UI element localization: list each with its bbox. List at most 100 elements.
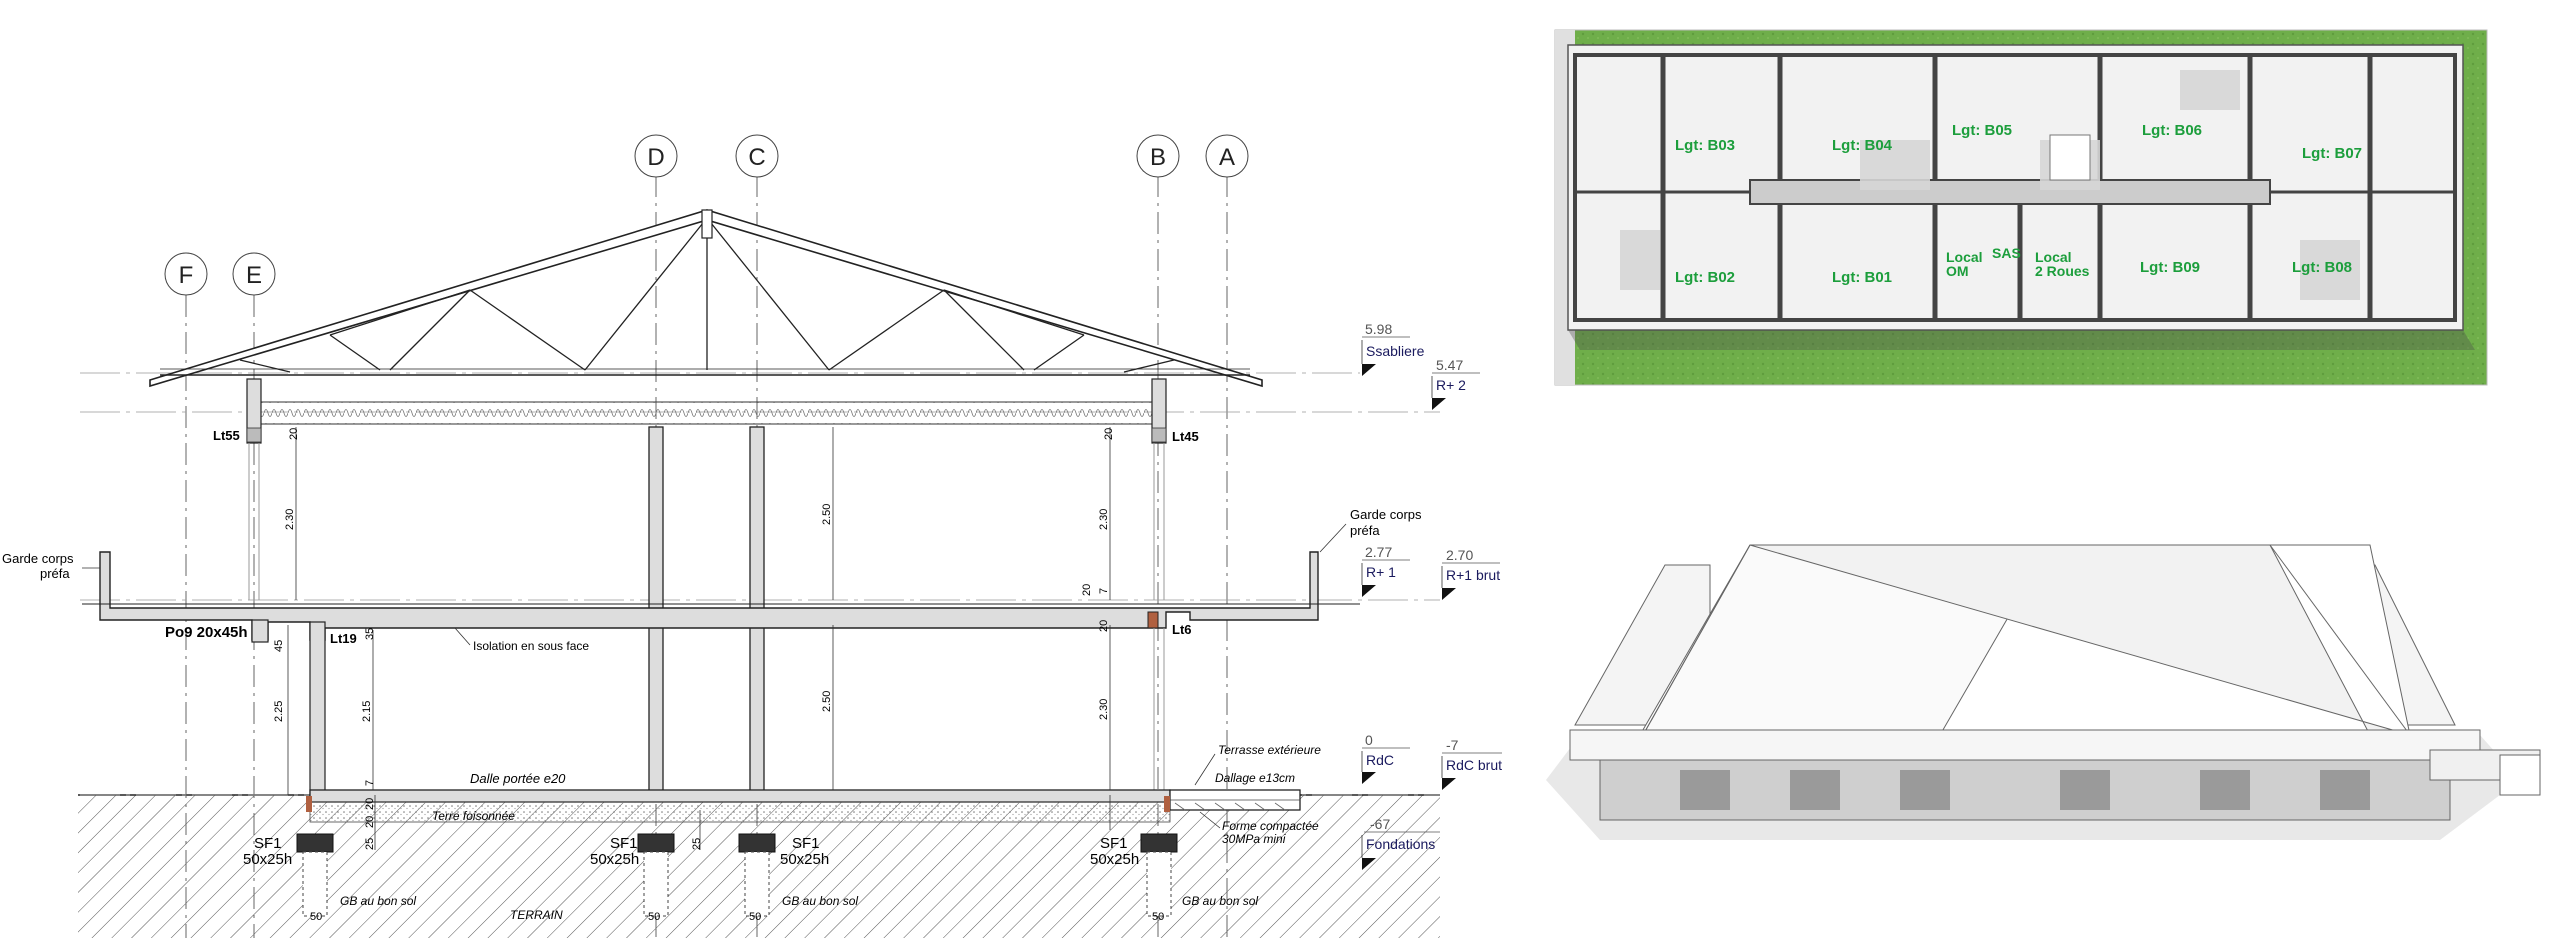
plan-room-b07: Lgt: B07	[2302, 145, 2362, 162]
plan-view: Lgt: B03 Lgt: B04 Lgt: B05 Lgt: B06 Lgt:…	[1554, 29, 2488, 386]
note-forme-1: Forme compactée	[1222, 819, 1319, 833]
grid-label-f: F	[179, 262, 194, 289]
level-label-r1-brut: R+1 brut	[1446, 567, 1500, 583]
note-gb-1: GB au bon sol	[340, 894, 416, 908]
footing-size-4: 50x25h	[1090, 851, 1139, 868]
plan-room-local-2r-2: 2 Roues	[2035, 263, 2090, 279]
plan-room-b09: Lgt: B09	[2140, 259, 2200, 276]
dim-7-mid-right: 7	[1098, 588, 1110, 594]
plan-room-b08: Lgt: B08	[2292, 259, 2352, 276]
note-garde-corps-left-1: Garde corps	[2, 551, 74, 566]
level-value-r2: 5.47	[1436, 357, 1463, 373]
dim-230-upper-right: 2.30	[1098, 509, 1110, 530]
dim-250-lower: 2.50	[821, 691, 833, 712]
note-garde-corps-right-2: préfa	[1350, 523, 1380, 538]
footing-name-3: SF1	[792, 835, 820, 852]
level-label-r2: R+ 2	[1436, 377, 1466, 393]
dim-20-lower-left: 20	[364, 798, 376, 810]
beam-lt55	[246, 378, 262, 444]
plan-room-b03: Lgt: B03	[1675, 137, 1735, 154]
dim-230-lower-right: 2.30	[1098, 699, 1110, 720]
level-label-ssabliere: Ssabliere	[1366, 343, 1425, 359]
plan-room-b05: Lgt: B05	[1952, 122, 2012, 139]
dim-20-mid-right: 20	[1081, 584, 1093, 596]
footing-size-1: 50x25h	[243, 851, 292, 868]
level-value-ssabliere: 5.98	[1365, 321, 1392, 337]
dim-7-lower-left: 7	[364, 780, 376, 786]
ceiling-insulation	[254, 401, 1159, 425]
beam-lt45	[1151, 378, 1167, 444]
level-label-rdc-brut: RdC brut	[1446, 757, 1502, 773]
level-label-fondations: Fondations	[1366, 836, 1435, 852]
grid-label-c: C	[748, 144, 765, 171]
plan-room-b04: Lgt: B04	[1832, 137, 1893, 154]
footing-name-1: SF1	[254, 835, 282, 852]
grid-label-e: E	[246, 262, 262, 289]
perspective-view	[1546, 544, 2541, 840]
dim-225: 2.25	[273, 701, 285, 722]
level-value-fondations: -67	[1370, 816, 1390, 832]
note-garde-corps-left-2: préfa	[40, 566, 70, 581]
note-dallage: Dallage e13cm	[1215, 771, 1295, 785]
wall-lower-left	[309, 621, 326, 798]
ground-slab	[306, 789, 1301, 823]
beam-label-lt19: Lt19	[330, 631, 357, 646]
dim-50-3: 50	[749, 911, 761, 923]
note-garde-corps-right-1: Garde corps	[1350, 507, 1422, 522]
grid-label-b: B	[1150, 144, 1166, 171]
dimension-lines	[287, 427, 1111, 850]
beam-label-lt45: Lt45	[1172, 429, 1199, 444]
dim-25-mid: 25	[691, 838, 703, 850]
footing-size-3: 50x25h	[780, 851, 829, 868]
note-forme-2: 30MPa mini	[1222, 832, 1286, 846]
plan-room-b06: Lgt: B06	[2142, 122, 2202, 139]
level-markers: 5.98 Ssabliere 5.47 R+ 2 2.77 R+ 1 2.70 …	[1361, 321, 1502, 870]
dim-250-upper: 2.50	[821, 504, 833, 525]
plan-room-local-om-1: Local	[1946, 249, 1983, 265]
dim-40-left: 20	[364, 816, 376, 828]
dim-215: 2.15	[361, 701, 373, 722]
dim-50-4: 50	[1152, 911, 1164, 923]
note-terre: Terre foisonnée	[432, 809, 515, 823]
dim-20-lower-right: 20	[1098, 620, 1110, 632]
note-dalle: Dalle portée e20	[470, 771, 566, 786]
level-value-rdc-brut: -7	[1446, 737, 1459, 753]
beam-label-po9: Po9 20x45h	[165, 624, 248, 641]
dim-35: 35	[364, 628, 376, 640]
dim-20-top-right: 20	[1103, 428, 1115, 440]
level-value-r1-brut: 2.70	[1446, 547, 1473, 563]
dim-45: 45	[273, 640, 285, 652]
note-gb-2: GB au bon sol	[782, 894, 858, 908]
grid-label-a: A	[1219, 144, 1235, 171]
level-value-rdc: 0	[1365, 732, 1373, 748]
plan-room-local-2r-1: Local	[2035, 249, 2072, 265]
first-floor-slab	[82, 551, 1360, 643]
building-section: F E D C B A	[2, 134, 1502, 938]
plan-room-local-om-2: OM	[1946, 263, 1969, 279]
dim-50-2: 50	[648, 911, 660, 923]
beam-label-lt55: Lt55	[213, 428, 240, 443]
level-label-r1: R+ 1	[1366, 564, 1396, 580]
note-terrain: TERRAIN	[510, 908, 563, 922]
footing-size-2: 50x25h	[590, 851, 639, 868]
dim-25-left: 25	[364, 838, 376, 850]
level-value-r1: 2.77	[1365, 544, 1392, 560]
dim-20-top-left: 20	[288, 428, 300, 440]
footing-name-2: SF1	[610, 835, 638, 852]
plan-room-b01: Lgt: B01	[1832, 269, 1892, 286]
grid-bubbles: F E D C B A	[164, 134, 1249, 296]
footing-name-4: SF1	[1100, 835, 1128, 852]
plan-room-sas: SAS	[1992, 245, 2021, 261]
grid-label-d: D	[647, 144, 664, 171]
plan-room-b02: Lgt: B02	[1675, 269, 1735, 286]
beam-label-lt6: Lt6	[1172, 622, 1192, 637]
footings	[296, 833, 1178, 917]
dim-230-upper-left: 2.30	[284, 509, 296, 530]
note-isolation: Isolation en sous face	[473, 639, 589, 653]
note-gb-3: GB au bon sol	[1182, 894, 1258, 908]
level-label-rdc: RdC	[1366, 752, 1394, 768]
roof-truss	[149, 209, 1263, 388]
dim-50-1: 50	[310, 911, 322, 923]
